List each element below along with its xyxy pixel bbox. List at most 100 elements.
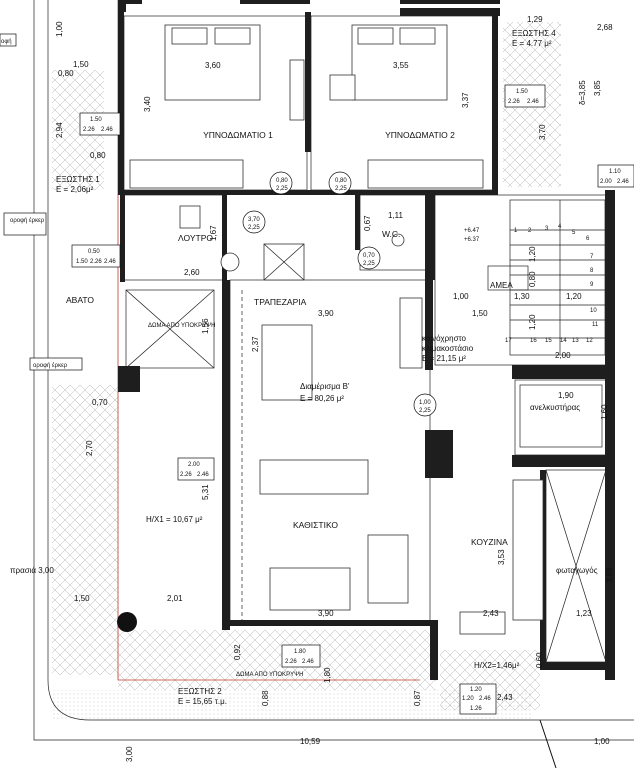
- svg-text:1.50: 1.50: [516, 89, 528, 95]
- label-apartment-1: Διαμέρισμα Β': [300, 382, 350, 391]
- svg-text:0,80: 0,80: [335, 178, 347, 184]
- room-avato: ΑΒΑΤΟ: [66, 295, 94, 305]
- outer-boundary: [33, 0, 634, 741]
- label-balcony4-2: E = 4.77 μ²: [512, 39, 552, 48]
- svg-text:3,88: 3,88: [605, 567, 614, 583]
- svg-text:+6.47: +6.47: [464, 228, 480, 234]
- site-boundary: [47, 0, 634, 721]
- label-lightwell: φωταγωγός: [556, 566, 598, 575]
- svg-text:14: 14: [560, 338, 567, 344]
- label-shared-stair-1: κοινόχρηστο: [422, 334, 467, 343]
- property-line: [117, 0, 420, 681]
- svg-text:5: 5: [572, 230, 576, 236]
- svg-text:7: 7: [590, 254, 594, 260]
- svg-text:3,70: 3,70: [248, 217, 260, 223]
- svg-text:13: 13: [572, 338, 579, 344]
- balcony2-hatch: [118, 630, 436, 690]
- svg-text:2,43: 2,43: [497, 693, 513, 702]
- svg-text:0,92: 0,92: [233, 644, 242, 660]
- svg-text:1,20: 1,20: [528, 246, 537, 262]
- svg-text:0.50: 0.50: [88, 249, 100, 255]
- svg-text:2,25: 2,25: [363, 261, 375, 267]
- svg-text:0,80: 0,80: [90, 151, 106, 160]
- svg-text:2,43: 2,43: [483, 609, 499, 618]
- svg-text:1,50: 1,50: [472, 309, 488, 318]
- svg-text:10: 10: [590, 308, 597, 314]
- tag-texts: 0,802,25 0,802,25 3,702,25 0,702,25 1,00…: [76, 89, 629, 712]
- svg-text:5,31: 5,31: [201, 484, 210, 500]
- label-hx1: Η/Χ1 = 10,67 μ²: [146, 515, 203, 524]
- room-wc: W.C.: [382, 229, 400, 239]
- door-tags: [242, 171, 437, 417]
- label-balcony2-1: ΕΞΩΣΤΗΣ 2: [178, 687, 222, 696]
- svg-text:1,20: 1,20: [566, 292, 582, 301]
- svg-text:2.46: 2.46: [302, 659, 314, 665]
- svg-text:1.50: 1.50: [90, 117, 102, 123]
- svg-text:1,50: 1,50: [74, 594, 90, 603]
- svg-text:2: 2: [528, 228, 532, 234]
- svg-text:2,60: 2,60: [184, 268, 200, 277]
- svg-text:4: 4: [558, 224, 562, 230]
- label-balcony1-2: E = 2,06μ²: [56, 185, 94, 194]
- svg-text:1,60: 1,60: [600, 404, 609, 420]
- svg-text:3,37: 3,37: [461, 92, 470, 108]
- svg-text:2.46: 2.46: [104, 259, 116, 265]
- svg-text:2.46: 2.46: [527, 99, 539, 105]
- svg-text:3: 3: [545, 226, 549, 232]
- label-balcony2-2: E = 15,65 τ.μ.: [178, 697, 227, 706]
- svg-text:1,50: 1,50: [73, 60, 89, 69]
- svg-text:2,37: 2,37: [251, 336, 260, 352]
- garden-strip: [52, 690, 532, 720]
- svg-text:1,23: 1,23: [576, 609, 592, 618]
- svg-text:1,00: 1,00: [594, 737, 610, 746]
- svg-text:2.46: 2.46: [101, 127, 113, 133]
- svg-text:1,11: 1,11: [388, 211, 404, 220]
- svg-text:3,00: 3,00: [125, 746, 134, 762]
- note-slab1: ΔΩΜΑ ΑΠΟ ΥΠΟΚΡΥΨΗ: [148, 323, 215, 329]
- svg-text:9: 9: [590, 282, 594, 288]
- leader-line: [539, 719, 557, 768]
- label-balcony1-1: ΕΞΩΣΤΗΣ 1: [56, 175, 100, 184]
- staircase: [487, 199, 606, 356]
- note-roof-upper: οροφή έρκερ: [33, 362, 68, 369]
- svg-text:0,70: 0,70: [92, 398, 108, 407]
- svg-text:3,90: 3,90: [318, 609, 334, 618]
- elevator-shaft: [519, 384, 603, 448]
- note-roof-box: [3, 212, 47, 236]
- svg-text:0,67: 0,67: [363, 215, 372, 231]
- svg-text:1,20: 1,20: [528, 314, 537, 330]
- svg-text:2,25: 2,25: [248, 225, 260, 231]
- svg-text:6: 6: [586, 236, 590, 242]
- label-elevator: ανελκυστήρας: [530, 403, 580, 412]
- balcony-west-hatch: [52, 385, 118, 675]
- svg-text:1,00: 1,00: [453, 292, 469, 301]
- svg-text:0,80: 0,80: [276, 178, 288, 184]
- stair-numbers: 1 2 3 4 5 6 7 8 9 10 11 12 13 14 15 16 1…: [505, 224, 599, 344]
- svg-text:1.80: 1.80: [294, 649, 306, 655]
- svg-text:0,80: 0,80: [528, 271, 537, 287]
- note-roof-line1: οροφή έρκερ: [10, 217, 45, 224]
- svg-text:1.20: 1.20: [462, 696, 474, 702]
- interior-lines: [123, 15, 608, 663]
- label-amea: ΑΜΕΑ: [490, 281, 513, 290]
- column-circle: [117, 612, 137, 632]
- svg-text:2,25: 2,25: [335, 186, 347, 192]
- svg-text:2,68: 2,68: [597, 23, 613, 32]
- svg-text:2.46: 2.46: [617, 179, 629, 185]
- svg-text:1,80: 1,80: [323, 667, 332, 683]
- svg-text:1,00: 1,00: [55, 21, 64, 37]
- note-roof-short-box: [0, 33, 17, 47]
- svg-text:10,59: 10,59: [300, 737, 321, 746]
- svg-text:1.26: 1.26: [470, 706, 482, 712]
- svg-text:1: 1: [514, 228, 518, 234]
- room-dining: ΤΡΑΠΕΖΑΡΙΑ: [254, 297, 307, 307]
- note-roof-upper-box: [29, 357, 83, 371]
- label-shared-stair-area: E = 21,15 μ²: [422, 354, 466, 363]
- room-bedroom1: ΥΠΝΟΔΩΜΑΤΙΟ 1: [203, 130, 273, 140]
- label-apartment-2: E = 80,26 μ²: [300, 394, 344, 403]
- svg-text:17: 17: [505, 338, 512, 344]
- svg-text:8: 8: [590, 268, 594, 274]
- svg-text:0,88: 0,88: [261, 690, 270, 706]
- room-kitchen: ΚΟΥΖΙΝΑ: [471, 537, 508, 547]
- svg-text:1.10: 1.10: [609, 169, 621, 175]
